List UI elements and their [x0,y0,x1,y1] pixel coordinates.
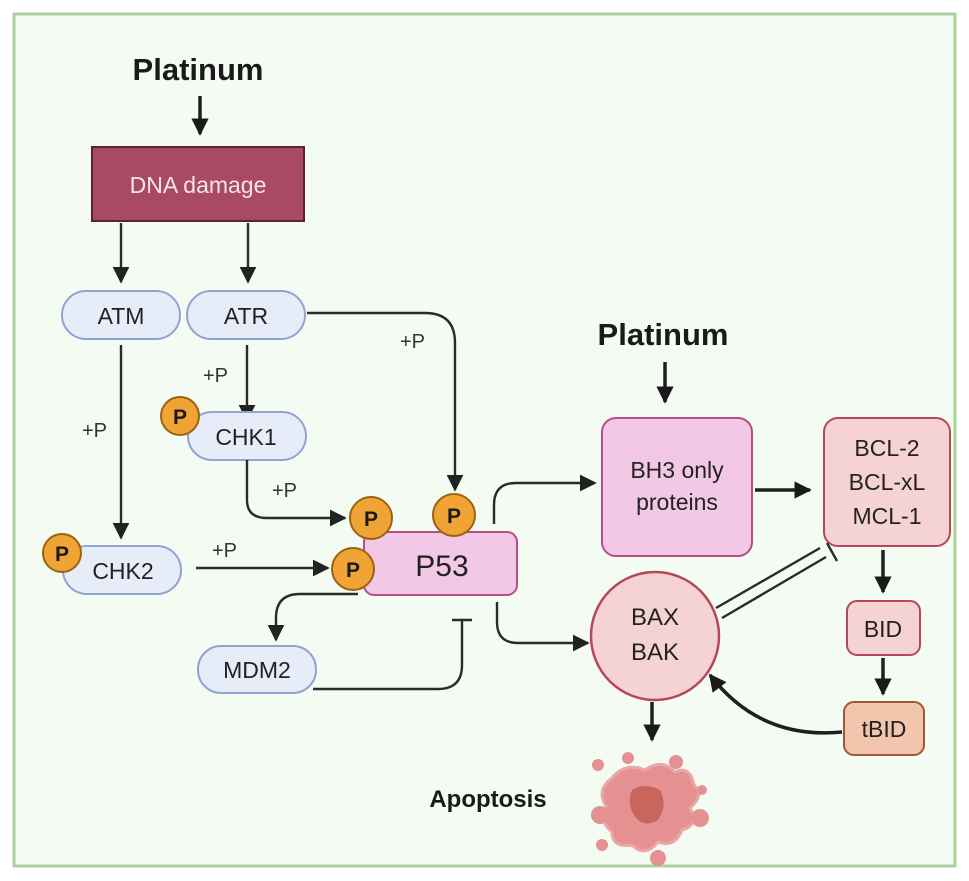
atm-label: ATM [98,303,145,329]
phospho-badge-chk1-label: P [173,406,187,429]
inhibit-bcl-baxbak-line2 [721,555,827,620]
node-p53: P53 P P P [331,493,518,596]
edge-label-chk2-p53: +P [212,540,237,562]
inhibit-mdm2-p53 [313,620,464,691]
arrow-tbid-baxbak [708,673,843,735]
inhibit-bcl-baxbak-line1 [715,546,821,610]
diagram-frame [12,12,957,868]
node-atm: ATM [61,290,181,340]
edge-label-atm-chk2: +P [82,420,107,442]
tbid-label: tBID [862,716,907,742]
bcl-label-line1: BCL-2 [854,435,919,461]
platinum-label-top: Platinum [133,52,264,87]
arrow-atr-p53 [307,311,464,492]
phospho-badge-p53-top [432,493,476,537]
edge-label-atr-p53: +P [400,331,425,353]
phospho-badge-chk2 [42,533,82,573]
phospho-badge-p53-left-top [349,496,393,540]
phospho-badge-chk2-label: P [55,543,69,566]
node-bh3-proteins: BH3 only proteins [601,417,753,557]
bh3-label-line2: proteins [636,489,718,515]
phospho-badge-p53-left-bottom [331,547,375,591]
p53-label: P53 [415,550,468,583]
arrow-p53-baxbak [495,602,590,652]
bh3-label-line1: BH3 only [630,457,724,483]
phospho-badge-p53-left-top-label: P [364,508,378,531]
phospho-badge-p53-top-label: P [447,505,461,528]
arrow-chk1-p53 [245,460,347,527]
node-chk1: CHK1 P [160,396,307,461]
edge-label-atr-chk1: +P [203,365,228,387]
node-atr: ATR [186,290,306,340]
node-bid: BID [846,600,921,656]
edge-label-chk1-p53: +P [272,480,297,502]
chk1-label: CHK1 [215,424,276,450]
bid-label: BID [864,616,902,642]
phospho-badge-p53-left-bottom-label: P [346,559,360,582]
arrow-p53-bh3 [492,474,597,524]
atr-label: ATR [224,303,268,329]
apoptotic-cell-icon [591,752,709,866]
phospho-badge-chk1 [160,396,200,436]
chk2-label: CHK2 [92,558,153,584]
node-chk2: CHK2 P [42,533,182,595]
mdm2-label: MDM2 [223,657,291,683]
node-dna-damage: DNA damage [91,146,305,222]
node-bax-bak: BAX BAK [589,570,721,702]
bax-label: BAX [631,604,679,631]
node-tbid: tBID [843,701,925,756]
bcl-label-line2: BCL-xL [849,469,926,495]
arrow-p53-mdm2 [267,592,358,642]
bcl-label-line3: MCL-1 [852,503,921,529]
node-bcl-family: BCL-2 BCL-xL MCL-1 [823,417,951,547]
node-mdm2: MDM2 [197,645,317,694]
dna-damage-label: DNA damage [130,172,267,198]
platinum-label-right: Platinum [598,317,729,352]
inhibit-bar-bcl-baxbak [825,542,839,562]
apoptosis-label: Apoptosis [429,786,546,813]
bak-label: BAK [631,639,679,666]
